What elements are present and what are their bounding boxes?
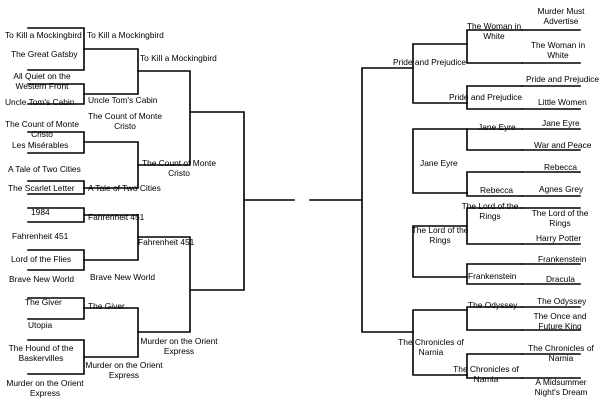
- left-r1-entry: Murder on the Orient Express: [6, 378, 84, 398]
- left-r3-entry: The Count of Monte Cristo: [141, 158, 217, 178]
- right-r1-entry: Agnes Grey: [539, 184, 584, 194]
- left-r1-entry: The Hound of the Baskervilles: [8, 343, 74, 363]
- right-r2-connector-6: [466, 263, 523, 285]
- right-r3-entry: The Chronicles of Narnia: [398, 337, 464, 357]
- left-r3-connector-2: [137, 236, 191, 333]
- left-r2-connector-2: [83, 141, 139, 189]
- right-r1-entry: The Woman in White: [530, 40, 586, 60]
- right-r1-entry: Dracula: [546, 274, 575, 284]
- left-r1-entry: A Tale of Two Cities: [8, 164, 81, 174]
- left-r2-entry: Uncle Tom's Cabin: [88, 95, 158, 105]
- left-r1-entry: The Giver: [25, 297, 62, 307]
- left-r4-connector: [189, 111, 245, 291]
- left-r3-entry: Fahrenheit 451: [138, 237, 195, 247]
- right-r3-connector-3: [412, 225, 468, 278]
- right-r1-entry: A Midsummer Night's Dream: [534, 377, 588, 397]
- left-r2-entry: Murder on the Orient Express: [85, 360, 163, 380]
- left-r1-entry: Les Misérables: [12, 140, 69, 150]
- right-r2-connector-7: [466, 306, 523, 331]
- left-r3-entry: Murder on the Orient Express: [140, 336, 218, 356]
- right-r1-entry: The Once and Future King: [533, 311, 587, 331]
- right-r4-connector: [361, 67, 414, 333]
- right-r1-entry: The Odyssey: [537, 296, 587, 306]
- right-r1-lines: [521, 29, 581, 379]
- right-r2-entry: Jane Eyre: [478, 122, 516, 132]
- right-r3-connector-4: [412, 309, 468, 376]
- left-r1-entry: To Kill a Mockingbird: [5, 30, 82, 40]
- left-r2-connector-4: [83, 307, 139, 358]
- left-r1-entry: Brave New World: [9, 274, 75, 284]
- right-r1-entry: Harry Potter: [536, 233, 582, 243]
- right-r2-entry: The Woman in White: [466, 21, 522, 41]
- left-r2-entry: The Count of Monte Cristo: [87, 111, 163, 131]
- right-r1-entry: War and Peace: [534, 140, 592, 150]
- right-r1-entry: Pride and Prejudice: [526, 74, 600, 84]
- right-r1-entry: Jane Eyre: [542, 118, 580, 128]
- right-r3-connector-1: [412, 43, 468, 104]
- right-r1-entry: The Chronicles of Narnia: [528, 343, 594, 363]
- right-r3-entry: The Lord of the Rings: [411, 225, 469, 245]
- right-r3-entry: Pride and Prejudice: [393, 57, 467, 67]
- left-r3-entry: To Kill a Mockingbird: [140, 53, 217, 63]
- left-r1-entry: Lord of the Flies: [11, 254, 72, 264]
- right-r2-connector-5: [466, 207, 523, 245]
- left-r1-entry: Utopia: [28, 320, 53, 330]
- left-r1-entry: The Count of Monte Cristo: [4, 119, 80, 139]
- right-r2-entry: The Lord of the Rings: [461, 201, 519, 221]
- right-r2-connector-8: [466, 353, 523, 379]
- right-r1-entry: The Lord of the Rings: [531, 208, 589, 228]
- left-r2-entry: To Kill a Mockingbird: [87, 30, 164, 40]
- left-r2-entry: The Giver: [88, 301, 125, 311]
- right-r3-connector-2: [412, 128, 468, 194]
- right-r2-connector-3: [466, 128, 523, 151]
- left-r2-entry: A Tale of Two Cities: [88, 183, 161, 193]
- left-r1-entry: All Quiet on the Western Front: [13, 71, 71, 91]
- left-r1-entry: The Scarlet Letter: [8, 183, 75, 193]
- left-r3-connector-1: [137, 70, 191, 166]
- right-r2-connector-4: [466, 171, 523, 197]
- left-r2-entry: Brave New World: [90, 272, 156, 282]
- left-r2-entry: Fahrenheit 451: [88, 212, 145, 222]
- right-r3-entry: Jane Eyre: [420, 158, 458, 168]
- left-r1-entry: Uncle Tom's Cabin: [5, 97, 75, 107]
- right-r2-entry: Rebecca: [480, 185, 514, 195]
- right-r1-entry: Frankenstein: [538, 254, 587, 264]
- right-r2-entry: Pride and Prejudice: [449, 92, 523, 102]
- right-r2-entry: The Odyssey: [468, 300, 518, 310]
- right-r1-entry: Rebecca: [544, 162, 578, 172]
- left-r1-entry: 1984: [31, 207, 50, 217]
- left-r2-connector-1: [83, 48, 139, 95]
- left-r1-entry: Fahrenheit 451: [12, 231, 69, 241]
- right-r1-entry: Murder Must Advertise: [537, 6, 585, 26]
- right-r2-connector-1: [466, 29, 523, 64]
- left-r1-entry: The Great Gatsby: [11, 49, 78, 59]
- right-r2-entry: Frankenstein: [468, 271, 517, 281]
- right-r1-entry: Little Women: [538, 97, 587, 107]
- right-r2-entry: The Chronicles of Narnia: [453, 364, 519, 384]
- right-r2-connector-2: [466, 85, 523, 110]
